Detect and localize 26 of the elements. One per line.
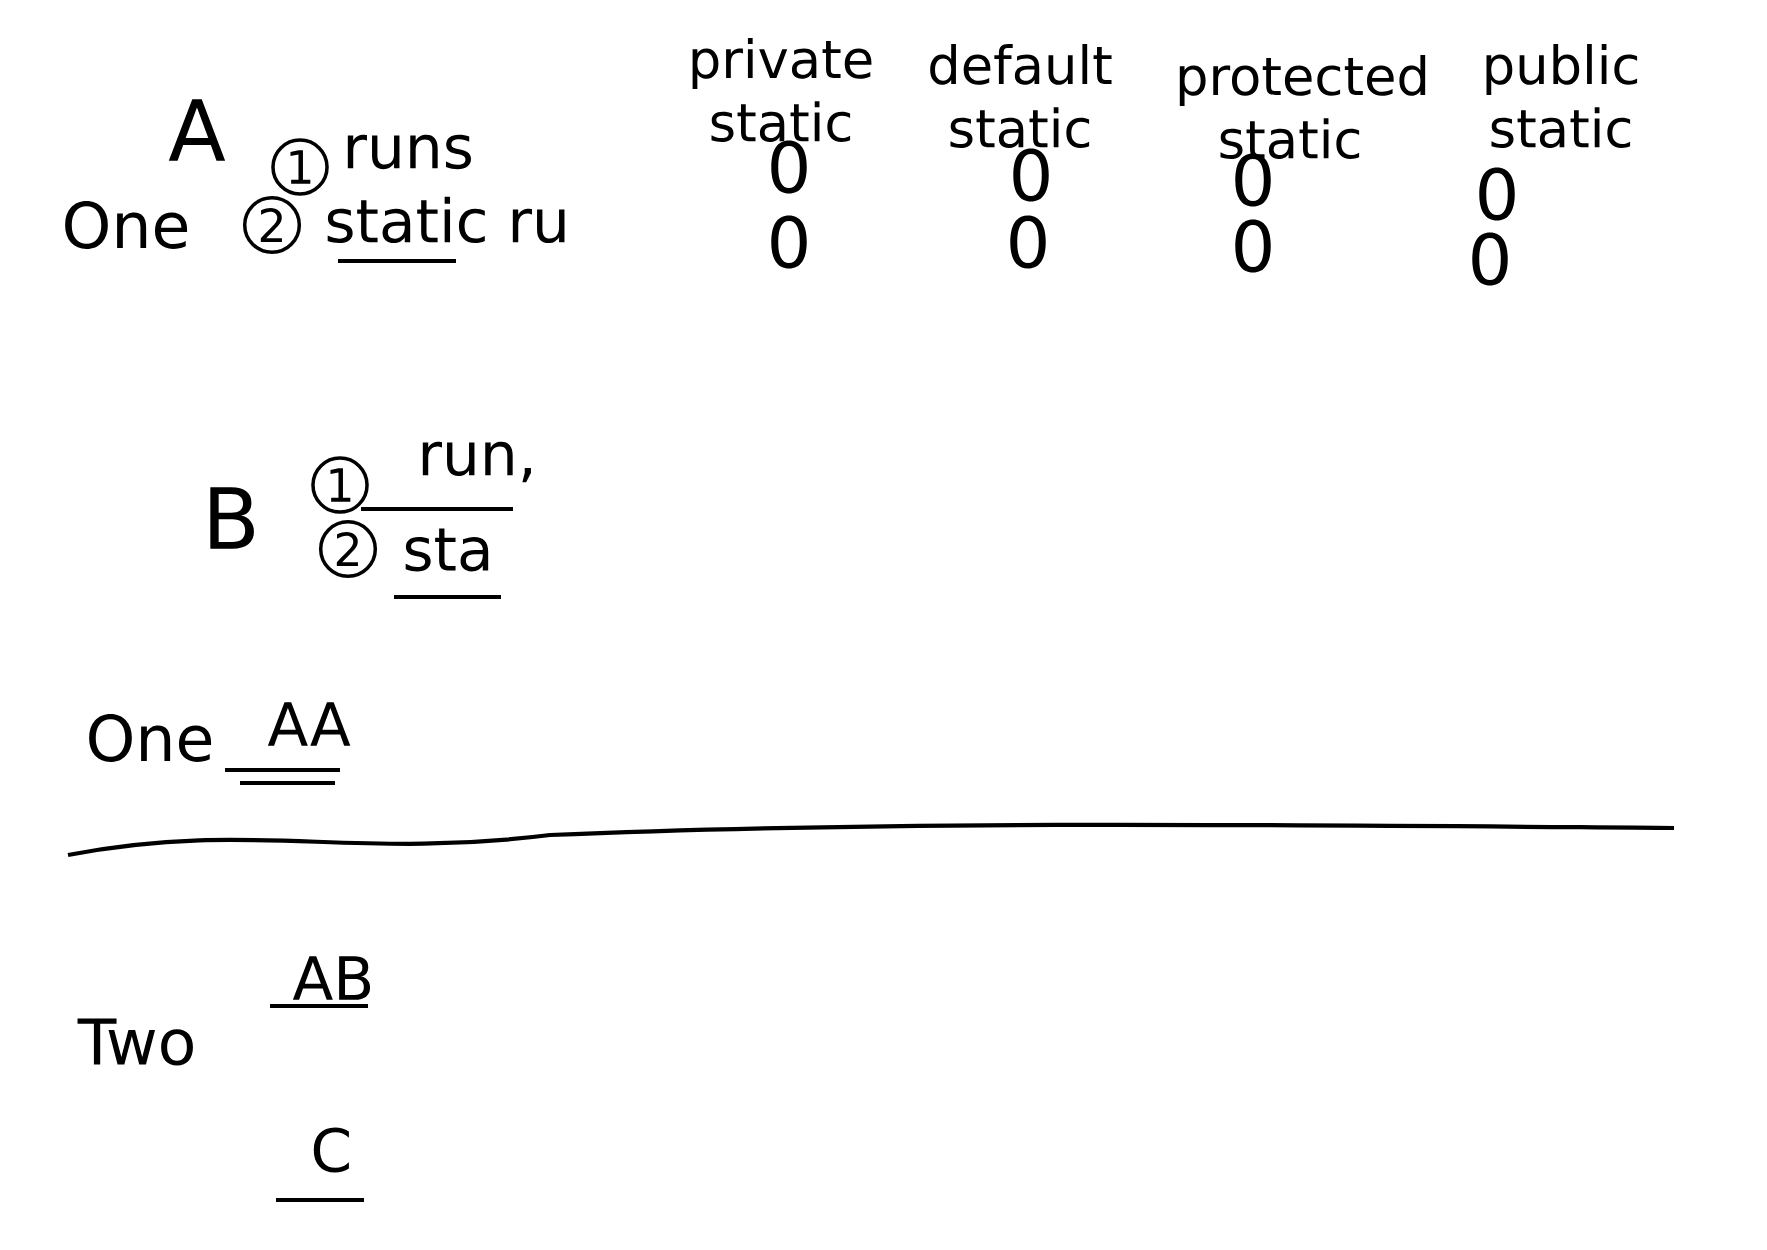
circled-number: 1 [311,456,369,514]
row-label: One [89,714,212,762]
note-text: AB [292,956,371,1000]
column-heading: public static [1486,44,1638,149]
circled-number: 2 [318,519,378,579]
note-text: static ru [327,196,565,244]
section-letter: B [210,487,254,549]
note-text: run, [422,441,531,483]
note-text: runs [347,134,471,170]
section-letter: A [168,99,226,161]
zero-mark: 0 [1013,148,1049,202]
row-label: Two [77,1018,193,1066]
note-text: C [313,1127,349,1173]
zero-mark: 0 [1235,219,1271,273]
row-label: One [65,201,188,249]
circled-number: 2 [242,195,302,255]
column-heading: private static [692,38,872,143]
note-text: AA [267,702,351,746]
note-text: sta [405,528,489,572]
circled-number: 1 [271,138,329,196]
zero-mark: 0 [1010,215,1046,269]
zero-mark: 0 [771,215,807,269]
zero-mark: 0 [1479,167,1515,221]
zero-mark: 0 [771,140,807,194]
column-heading: default static [930,44,1112,149]
zero-mark: 0 [1472,232,1508,286]
